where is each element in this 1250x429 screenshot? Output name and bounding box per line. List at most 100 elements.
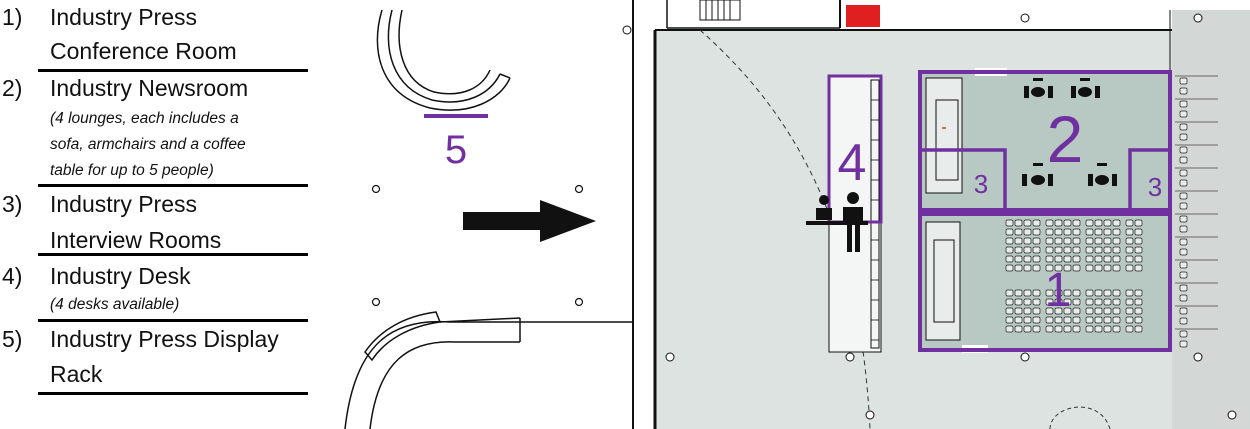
legend-title-line: Industry Press	[50, 191, 197, 217]
seat	[1063, 219, 1072, 227]
legend-note-line: table for up to 5 people)	[50, 162, 214, 179]
seat	[1094, 237, 1103, 245]
seat	[1103, 219, 1112, 227]
seat	[1103, 246, 1112, 254]
seat	[1085, 298, 1094, 306]
seat	[1032, 316, 1041, 324]
seat	[1103, 228, 1112, 236]
seat	[1072, 264, 1081, 272]
seat	[1179, 340, 1188, 348]
seat	[1072, 325, 1081, 333]
seat	[1054, 255, 1063, 263]
seat	[1134, 246, 1143, 254]
seat	[1014, 228, 1023, 236]
seat	[1072, 307, 1081, 315]
seat	[1103, 298, 1112, 306]
seat	[1045, 316, 1054, 324]
seat	[1072, 316, 1081, 324]
seat	[1085, 228, 1094, 236]
seat	[1045, 289, 1054, 297]
seat	[1085, 246, 1094, 254]
seat	[1125, 255, 1134, 263]
exit-marker	[846, 5, 880, 27]
seat	[1179, 307, 1188, 315]
legend-number: 1)	[2, 4, 23, 30]
seat	[1112, 325, 1121, 333]
seat	[1094, 264, 1103, 272]
legend-title-line: Rack	[50, 361, 103, 387]
seat	[1179, 123, 1188, 131]
seat	[1179, 100, 1188, 108]
seat	[1032, 255, 1041, 263]
seat	[1063, 289, 1072, 297]
seat	[1094, 316, 1103, 324]
seat	[1094, 246, 1103, 254]
legend-title-line: Conference Room	[50, 38, 237, 64]
seat	[1103, 237, 1112, 245]
seat	[1103, 325, 1112, 333]
seat	[1112, 255, 1121, 263]
seat	[1179, 169, 1188, 177]
seat	[1085, 264, 1094, 272]
legend-title-line: Industry Newsroom	[50, 75, 249, 101]
seat	[1032, 307, 1041, 315]
desk-label: 4	[838, 134, 867, 192]
seat	[1072, 219, 1081, 227]
seat	[1103, 307, 1112, 315]
legend-divider	[38, 253, 308, 256]
side-seating	[1175, 75, 1218, 348]
seat	[1032, 246, 1041, 254]
seat	[1014, 264, 1023, 272]
seat	[1125, 264, 1134, 272]
seat	[1103, 264, 1112, 272]
seat	[1014, 237, 1023, 245]
seat	[1072, 289, 1081, 297]
seat	[1125, 228, 1134, 236]
seat	[1112, 307, 1121, 315]
seat	[1094, 219, 1103, 227]
seat	[1134, 264, 1143, 272]
seat	[1072, 255, 1081, 263]
seat	[1125, 237, 1134, 245]
seat	[1063, 298, 1072, 306]
seating-rows-bottom	[1005, 289, 1143, 333]
conference-label: 1	[1045, 264, 1072, 317]
seat	[1072, 237, 1081, 245]
legend-divider	[38, 184, 308, 187]
seat	[1023, 228, 1032, 236]
seat	[1134, 228, 1143, 236]
seat	[1032, 219, 1041, 227]
seat	[1179, 156, 1188, 164]
seat	[1179, 238, 1188, 246]
seat	[1005, 255, 1014, 263]
legend-note-line: (4 desks available)	[50, 296, 180, 313]
seat	[1125, 307, 1134, 315]
seat	[1103, 255, 1112, 263]
seat	[1005, 307, 1014, 315]
seat	[1014, 316, 1023, 324]
seat	[1085, 316, 1094, 324]
seat	[1072, 246, 1081, 254]
seat	[1179, 192, 1188, 200]
seat	[1023, 289, 1032, 297]
seat	[1072, 228, 1081, 236]
legend-number: 4)	[2, 263, 23, 289]
column-markers	[371, 184, 584, 307]
seat	[1085, 307, 1094, 315]
seat	[1094, 298, 1103, 306]
seat	[1094, 325, 1103, 333]
legend-divider	[38, 392, 308, 395]
seat	[1134, 325, 1143, 333]
seat	[1085, 325, 1094, 333]
seat	[1125, 289, 1134, 297]
seat	[1134, 307, 1143, 315]
seat	[1045, 307, 1054, 315]
seat	[1072, 298, 1081, 306]
seat	[1063, 264, 1072, 272]
seat	[1045, 255, 1054, 263]
seat	[1134, 298, 1143, 306]
seat	[1103, 316, 1112, 324]
legend-number: 3)	[2, 191, 23, 217]
seat	[1179, 146, 1188, 154]
seat	[1063, 237, 1072, 245]
